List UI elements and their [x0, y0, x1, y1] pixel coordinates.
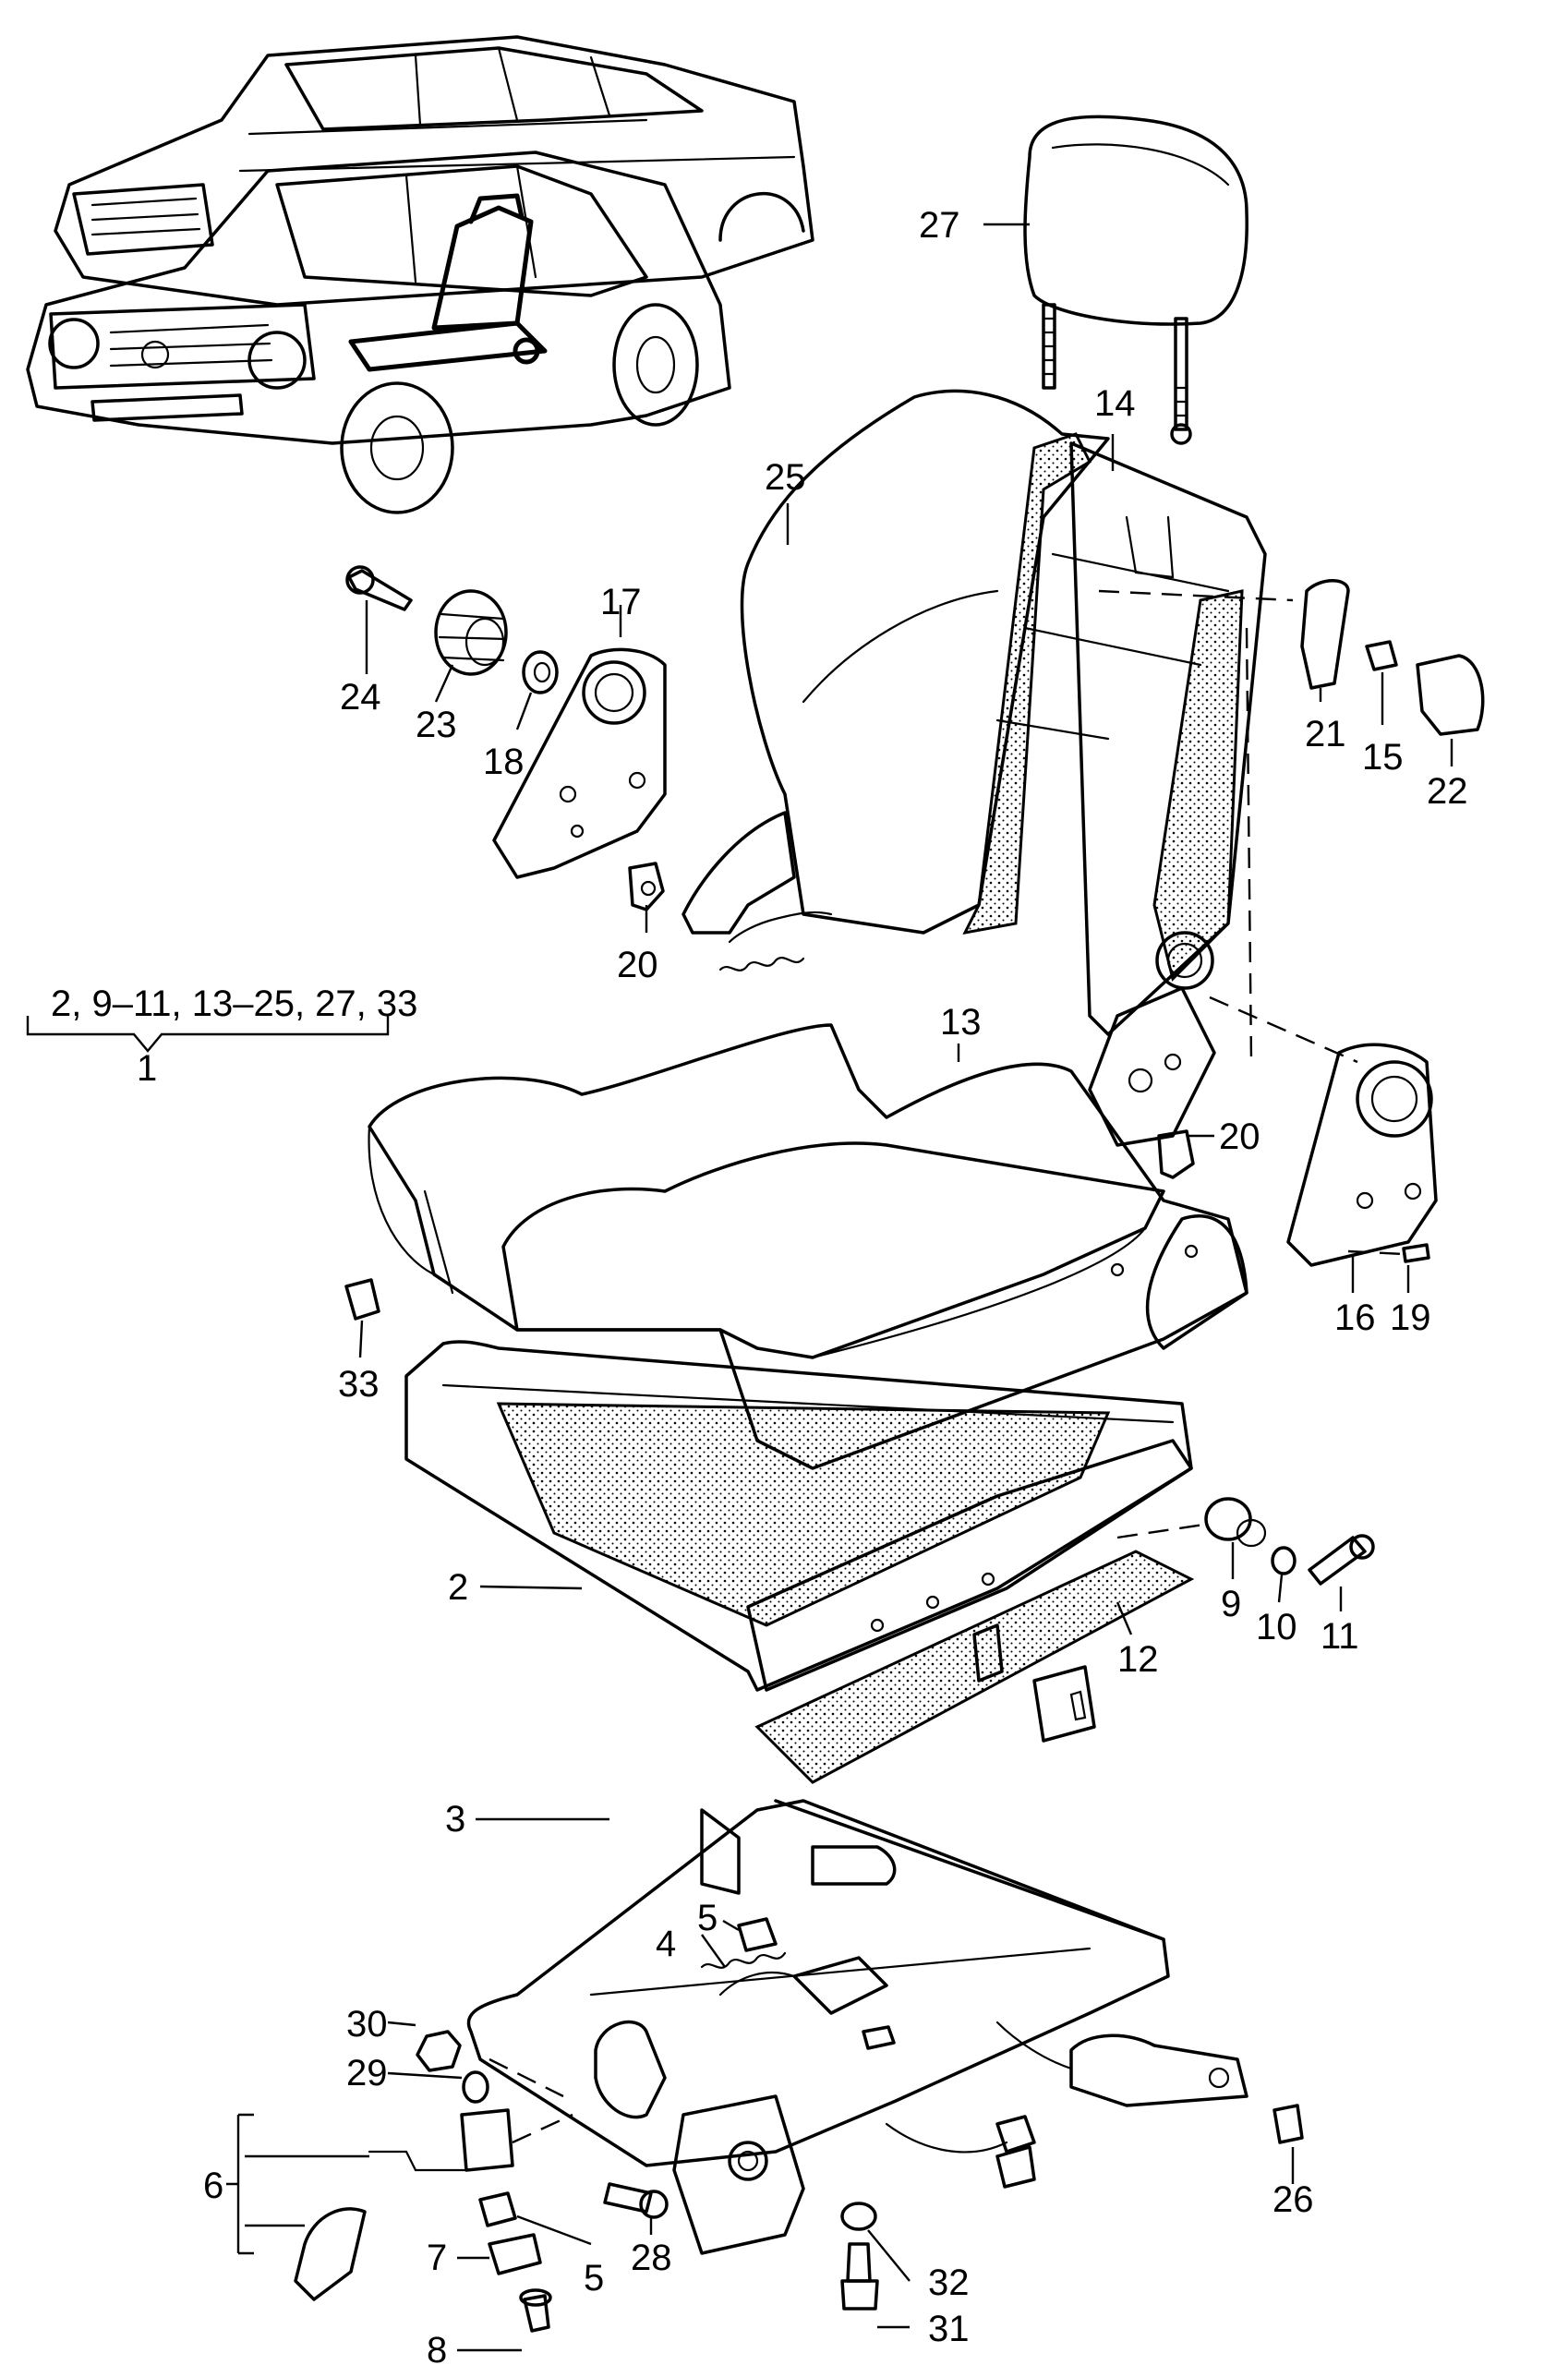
label-25: 25: [765, 457, 806, 498]
label-30: 30: [346, 2004, 388, 2045]
bracket: [488, 2233, 542, 2275]
label-10: 10: [1256, 1607, 1297, 1647]
washer-32: [840, 2202, 877, 2231]
label-20-right: 20: [1219, 1116, 1260, 1157]
label-29: 29: [346, 2053, 388, 2093]
label-26: 26: [1272, 2179, 1314, 2220]
side-cover-left: [492, 647, 667, 879]
clip-right: [1157, 1129, 1195, 1179]
label-5-upper: 5: [697, 1898, 718, 1938]
clip-left: [628, 862, 665, 911]
lever-assembly: [294, 2108, 573, 2301]
bolt: [345, 565, 413, 611]
label-6: 6: [203, 2166, 223, 2206]
nut: [416, 2030, 462, 2072]
label-13: 13: [940, 1002, 982, 1043]
label-27: 27: [919, 205, 960, 246]
seat-base-frame: [466, 1799, 1248, 2255]
bushing: [1204, 1497, 1267, 1548]
label-11: 11: [1321, 1616, 1359, 1657]
spring-4: [700, 1951, 787, 1969]
lever-trim: [1300, 579, 1350, 690]
label-24: 24: [340, 677, 381, 718]
label-20-left: 20: [617, 945, 658, 985]
seat-cushion: [368, 1023, 1248, 1470]
label-23: 23: [416, 705, 457, 745]
spring: [718, 957, 805, 971]
seat-frame: [404, 1340, 1193, 1692]
label-15: 15: [1362, 737, 1404, 778]
label-22: 22: [1427, 771, 1468, 812]
sedan-illustration: [54, 35, 814, 307]
label-2: 2: [448, 1567, 468, 1608]
leader-lines: [245, 223, 1453, 2352]
label-33: 33: [338, 1364, 380, 1405]
side-cover-right: [1286, 1043, 1438, 1267]
label-31: 31: [928, 2309, 970, 2349]
group-label: 2, 9–11, 13–25, 27, 33: [51, 983, 417, 1024]
cap-5b: [478, 2191, 517, 2227]
pin: [1402, 1243, 1430, 1263]
label-12: 12: [1117, 1639, 1159, 1680]
bolt-28: [603, 2182, 669, 2219]
label-9: 9: [1221, 1584, 1241, 1624]
switch-block: [1032, 1665, 1096, 1743]
label-3: 3: [445, 1799, 465, 1840]
hatchback-illustration: [26, 151, 731, 514]
adjuster-knob: [434, 589, 508, 676]
label-17: 17: [600, 582, 642, 622]
label-5-lower: 5: [584, 2258, 604, 2299]
label-19: 19: [1390, 1297, 1431, 1338]
group-bracket: [26, 1016, 390, 2255]
bolt-right: [1308, 1534, 1375, 1586]
label-21: 21: [1305, 714, 1346, 754]
screw: [519, 2288, 552, 2333]
label-14: 14: [1094, 383, 1136, 424]
label-18: 18: [483, 742, 525, 782]
group-number: 1: [137, 1048, 157, 1089]
label-4: 4: [656, 1924, 676, 1964]
label-16: 16: [1334, 1297, 1376, 1338]
clip-26: [1272, 2104, 1304, 2144]
label-28: 28: [631, 2238, 672, 2278]
seat-clip: [344, 1278, 380, 1321]
spring-washer: [462, 2070, 489, 2104]
small-clip: [1365, 640, 1398, 671]
side-trim: [754, 1550, 1195, 1784]
washer: [522, 650, 559, 694]
cap-5a: [737, 1917, 778, 1952]
label-8: 8: [427, 2330, 447, 2371]
headrest: [1023, 115, 1248, 445]
label-7: 7: [427, 2238, 447, 2278]
release-knob: [1416, 654, 1485, 736]
washer-small: [1271, 1546, 1297, 1575]
label-32: 32: [928, 2262, 970, 2303]
bolt-31: [840, 2242, 879, 2311]
backrest: [681, 389, 1267, 1147]
